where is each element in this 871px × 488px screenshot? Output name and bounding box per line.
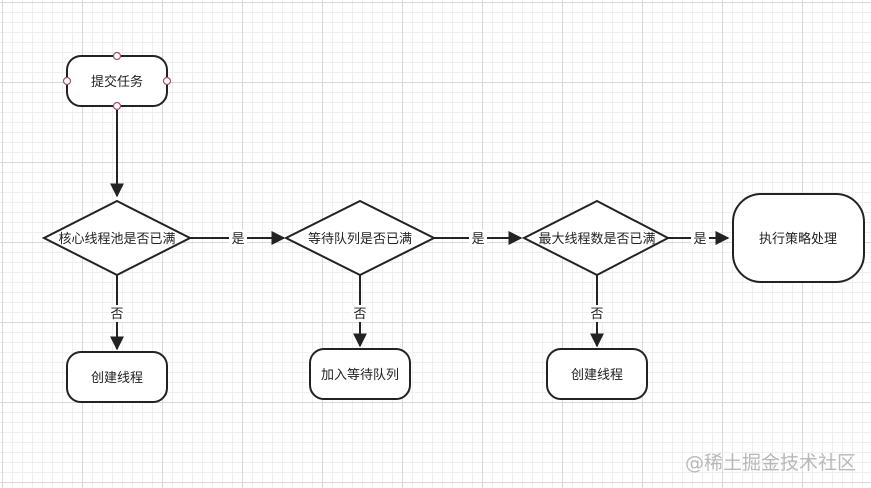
watermark-text: @稀土掘金技术社区 <box>685 452 856 474</box>
connection-handle-top[interactable] <box>112 51 122 61</box>
node-create-thread-max-label: 创建线程 <box>571 368 623 383</box>
node-create-thread-core-label: 创建线程 <box>91 371 143 386</box>
decision-max-threads-full[interactable]: 最大线程数是否已满 <box>521 199 671 277</box>
node-submit-task-label: 提交任务 <box>91 74 143 90</box>
node-create-thread-core[interactable]: 创建线程 <box>66 351 168 403</box>
edge-label-core-yes: 是 <box>231 232 244 247</box>
edge-label-queue-yes: 是 <box>471 232 484 247</box>
connection-handle-left[interactable] <box>62 76 72 86</box>
decision-core-pool-full[interactable]: 核心线程池是否已满 <box>41 199 193 277</box>
decision-queue-full-label: 等待队列是否已满 <box>308 231 412 247</box>
node-submit-task[interactable]: 提交任务 <box>66 55 168 107</box>
decision-queue-full[interactable]: 等待队列是否已满 <box>283 199 437 277</box>
node-execute-policy-label: 执行策略处理 <box>759 231 837 247</box>
node-execute-policy[interactable]: 执行策略处理 <box>732 193 865 283</box>
node-enqueue-label: 加入等待队列 <box>321 367 399 383</box>
connection-handle-bottom[interactable] <box>112 101 122 111</box>
connection-handle-right[interactable] <box>162 76 172 86</box>
edge-label-max-no: 否 <box>590 307 603 322</box>
node-enqueue[interactable]: 加入等待队列 <box>309 348 411 400</box>
edge-label-queue-no: 否 <box>353 307 366 322</box>
edge-label-max-yes: 是 <box>693 232 706 247</box>
decision-core-pool-full-label: 核心线程池是否已满 <box>58 232 175 247</box>
decision-max-threads-full-label: 最大线程数是否已满 <box>538 232 655 247</box>
node-create-thread-max[interactable]: 创建线程 <box>546 348 648 400</box>
edge-label-core-no: 否 <box>110 307 123 322</box>
